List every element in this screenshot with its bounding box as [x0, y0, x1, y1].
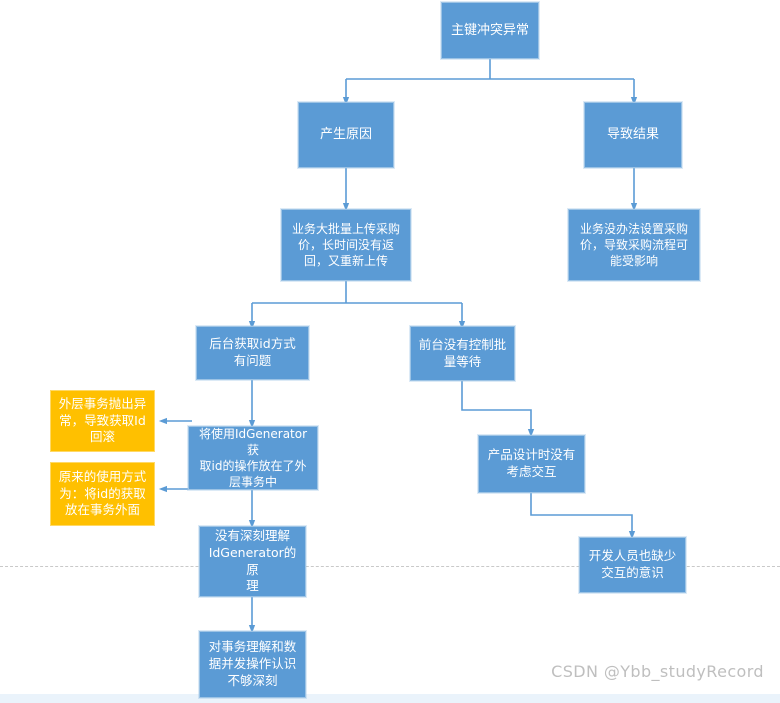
node-original-usage[interactable]: 原来的使用方式 为：将id的获取 放在事务外面 [50, 462, 155, 526]
node-frontend-batch[interactable]: 前台没有控制批 量等待 [410, 326, 515, 381]
connector-frontend-to-product [461, 381, 535, 438]
node-product-design[interactable]: 产品设计时没有 考虑交互 [478, 435, 585, 493]
node-backend-id[interactable]: 后台获取id方式 有问题 [196, 326, 309, 380]
node-root[interactable]: 主键冲突异常 [441, 2, 539, 59]
node-backend-id-label: 后台获取id方式 有问题 [209, 336, 296, 368]
node-idgenerator-in-tx-label: 将使用IdGenerator获 取id的操作放在了外 层事务中 [198, 426, 308, 490]
bottom-band [0, 694, 780, 703]
node-result-detail[interactable]: 业务没办法设置采购 价，导致采购流程可 能受影响 [568, 209, 700, 281]
node-idgenerator-in-tx[interactable]: 将使用IdGenerator获 取id的操作放在了外 层事务中 [188, 426, 318, 490]
node-result-detail-label: 业务没办法设置采购 价，导致采购流程可 能受影响 [579, 221, 688, 269]
node-outer-tx-rollback-label: 外层事务抛出异 常，导致获取Id 回滚 [58, 395, 147, 445]
node-no-deep-understanding[interactable]: 没有深刻理解 IdGenerator的原 理 [199, 526, 306, 597]
node-cause[interactable]: 产生原因 [298, 102, 394, 168]
node-tx-concurrency-gap-label: 对事务理解和数 据并发操作认识 不够深刻 [208, 639, 297, 688]
node-dev-awareness[interactable]: 开发人员也缺少 交互的意识 [579, 537, 686, 593]
node-cause-detail[interactable]: 业务大批量上传采购 价，长时间没有返 回，又重新上传 [281, 209, 411, 281]
node-outer-tx-rollback[interactable]: 外层事务抛出异 常，导致获取Id 回滚 [50, 390, 155, 452]
node-original-usage-label: 原来的使用方式 为：将id的获取 放在事务外面 [58, 468, 147, 518]
node-frontend-batch-label: 前台没有控制批 量等待 [418, 336, 507, 369]
node-tx-concurrency-gap[interactable]: 对事务理解和数 据并发操作认识 不够深刻 [199, 631, 306, 698]
watermark: CSDN @Ybb_studyRecord [551, 662, 764, 681]
node-dev-awareness-label: 开发人员也缺少 交互的意识 [588, 548, 677, 580]
page-divider-line [0, 566, 780, 567]
node-root-label: 主键冲突异常 [450, 22, 529, 38]
node-cause-detail-label: 业务大批量上传采购 价，长时间没有返 回，又重新上传 [291, 221, 400, 269]
node-no-deep-understanding-label: 没有深刻理解 IdGenerator的原 理 [208, 527, 297, 594]
connector-product-to-dev [530, 493, 636, 540]
node-cause-label: 产生原因 [319, 127, 372, 143]
node-result[interactable]: 导致结果 [584, 102, 682, 168]
node-product-design-label: 产品设计时没有 考虑交互 [487, 447, 576, 479]
node-result-label: 导致结果 [606, 127, 659, 143]
